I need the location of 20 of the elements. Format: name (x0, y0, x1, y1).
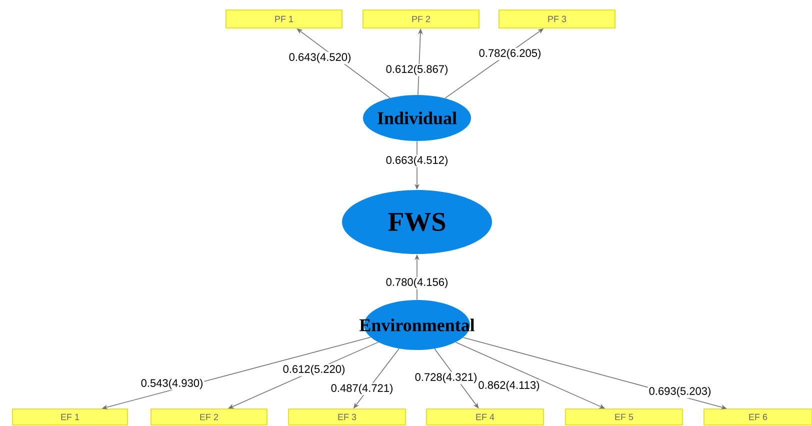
edge-label: 0.728(4.321) (414, 372, 478, 384)
indicator-box: EF 5 (565, 408, 683, 426)
indicator-box: EF 2 (150, 408, 268, 426)
edge-label: 0.643(4.520) (288, 52, 352, 64)
edge-label: 0.612(5.220) (282, 364, 346, 376)
edge-label: 0.487(4.721) (330, 382, 394, 396)
indicator-box: PF 1 (226, 10, 342, 28)
indicator-box: EF 1 (12, 408, 128, 426)
edge-label: 0.862(4.113) (477, 380, 541, 392)
edge-label: 0.663(4.512) (384, 154, 450, 168)
edge-label: 0.780(4.156) (384, 276, 450, 290)
indicator-box: EF 4 (426, 408, 544, 426)
indicator-box: EF 6 (704, 408, 812, 426)
edge-label: 0.782(6.205) (478, 48, 542, 60)
indicator-box: EF 3 (288, 408, 406, 426)
indicator-box: PF 3 (498, 10, 616, 28)
edge-label: 0.693(5.203) (648, 386, 712, 398)
edge-label: 0.612(5.867) (384, 64, 450, 76)
edge-label: 0.543(4.930) (140, 378, 204, 390)
indicator-box: PF 2 (362, 10, 480, 28)
